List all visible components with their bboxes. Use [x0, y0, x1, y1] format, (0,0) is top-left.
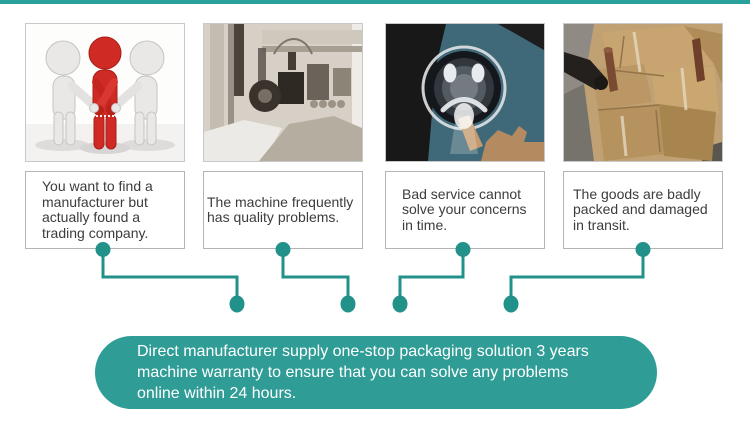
caption-line: Bad service cannot	[402, 185, 522, 202]
photo-sad-face-touchscreen	[385, 23, 545, 162]
column-quality-problems: The machine frequently has quality probl…	[203, 23, 363, 249]
column-damaged-goods: The goods are badly packed and damaged i…	[563, 23, 723, 249]
column-trading-company: You want to find a manufacturer but actu…	[25, 23, 185, 249]
connector-end-dot	[503, 295, 519, 313]
connector-end-dot	[229, 295, 245, 313]
caption-line: You want to find a	[42, 178, 153, 194]
caption-line: in transit.	[573, 216, 630, 233]
caption-box: The goods are badly packed and damaged i…	[563, 171, 723, 249]
column-bad-service: Bad service cannot solve your concerns i…	[385, 23, 545, 249]
caption-line: actually found a	[42, 209, 141, 225]
caption-box: The machine frequently has quality probl…	[203, 171, 363, 249]
caption-line: in time.	[402, 216, 448, 233]
damaged-cartons-image	[564, 24, 722, 161]
connector-line	[398, 249, 465, 298]
caption-line: trading company.	[42, 224, 149, 241]
connector-end-dot	[392, 295, 408, 313]
caption-line: has quality problems.	[207, 209, 340, 225]
handshake-figures-image	[26, 24, 184, 161]
connector-end-dot	[340, 295, 356, 313]
banner-line: online within 24 hours.	[137, 385, 297, 402]
banner-line: Direct manufacturer supply one-stop pack…	[137, 343, 589, 360]
caption-line: The goods are badly	[573, 185, 701, 202]
packaging-machine-image	[204, 24, 362, 161]
sad-face-touchscreen-image	[386, 24, 544, 161]
photo-damaged-cartons	[563, 23, 723, 162]
summary-banner: Direct manufacturer supply one-stop pack…	[95, 336, 657, 409]
photo-packaging-machine	[203, 23, 363, 162]
caption-line: manufacturer but	[42, 193, 148, 210]
connector-line	[281, 249, 350, 298]
caption-line: packed and damaged	[573, 201, 708, 218]
top-accent-bar	[0, 0, 750, 4]
banner-line: machine warranty to ensure that you can …	[137, 364, 569, 381]
connector-line	[101, 249, 239, 298]
caption-line: The machine frequently	[207, 193, 354, 210]
caption-line: solve your concerns	[402, 201, 527, 218]
caption-box: Bad service cannot solve your concerns i…	[385, 171, 545, 249]
photo-handshake-figures	[25, 23, 185, 162]
caption-box: You want to find a manufacturer but actu…	[25, 171, 185, 249]
connector-line	[509, 249, 645, 298]
